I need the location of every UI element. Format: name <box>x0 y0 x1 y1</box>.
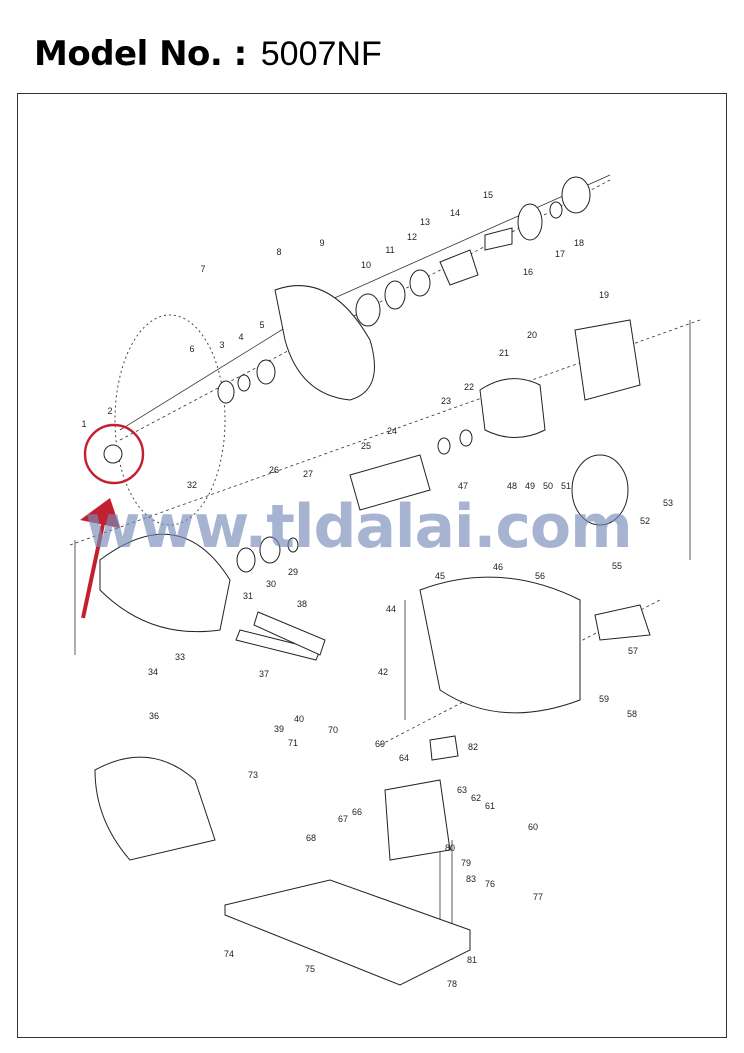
part-number-6: 6 <box>189 344 194 354</box>
part-number-32: 32 <box>187 480 197 490</box>
model-number: 5007NF <box>260 35 382 73</box>
part-number-67: 67 <box>338 814 348 824</box>
part-number-68: 68 <box>306 833 316 843</box>
washer-3 <box>217 380 235 404</box>
part-number-64: 64 <box>399 753 409 763</box>
part-number-14: 14 <box>450 208 460 218</box>
part-number-60: 60 <box>528 822 538 832</box>
part-number-71: 71 <box>288 738 298 748</box>
part-number-66: 66 <box>352 807 362 817</box>
base-75 <box>224 879 471 986</box>
part-number-5: 5 <box>259 320 264 330</box>
fan-52 <box>571 454 629 526</box>
watermark: www.tldalai.com <box>85 492 633 562</box>
blade-case-32 <box>99 533 231 633</box>
blade-guard-8 <box>274 285 375 401</box>
part-number-73: 73 <box>248 770 258 780</box>
part-number-40: 40 <box>294 714 304 724</box>
highlight-arrow-shaft <box>81 509 108 619</box>
armature-24 <box>349 454 431 511</box>
part-number-15: 15 <box>483 190 493 200</box>
part-shapes <box>94 176 651 986</box>
part-number-78: 78 <box>447 979 457 989</box>
highlight-circle <box>83 423 145 485</box>
part-number-13: 13 <box>420 217 430 227</box>
highlight-arrow-head <box>80 498 120 528</box>
part-number-75: 75 <box>305 964 315 974</box>
part-number-70: 70 <box>328 725 338 735</box>
part-number-18: 18 <box>574 238 584 248</box>
part-number-42: 42 <box>378 667 388 677</box>
part-number-45: 45 <box>435 571 445 581</box>
part-number-63: 63 <box>457 785 467 795</box>
model-label: Model No. : <box>34 34 247 74</box>
part-number-34: 34 <box>148 667 158 677</box>
part-number-37: 37 <box>259 669 269 679</box>
part-number-76: 76 <box>485 879 495 889</box>
part-number-22: 22 <box>464 382 474 392</box>
handle-36 <box>94 756 216 861</box>
part-number-20: 20 <box>527 330 537 340</box>
part-number-2: 2 <box>107 406 112 416</box>
part-number-19: 19 <box>599 290 609 300</box>
part-number-80: 80 <box>445 843 455 853</box>
part-number-53: 53 <box>663 498 673 508</box>
part-number-59: 59 <box>599 694 609 704</box>
part-number-50: 50 <box>543 481 553 491</box>
part-number-58: 58 <box>627 709 637 719</box>
part-number-38: 38 <box>297 599 307 609</box>
part-number-46: 46 <box>493 562 503 572</box>
part-number-33: 33 <box>175 652 185 662</box>
part-number-81: 81 <box>467 955 477 965</box>
part-number-69: 69 <box>375 739 385 749</box>
bracket-64 <box>384 779 451 861</box>
part-number-12: 12 <box>407 232 417 242</box>
part-number-29: 29 <box>288 567 298 577</box>
part-number-74: 74 <box>224 949 234 959</box>
part-number-79: 79 <box>461 858 471 868</box>
part-number-10: 10 <box>361 260 371 270</box>
part-number-51: 51 <box>561 481 571 491</box>
part-number-48: 48 <box>507 481 517 491</box>
part-number-56: 56 <box>535 571 545 581</box>
part-number-36: 36 <box>149 711 159 721</box>
part-number-30: 30 <box>266 579 276 589</box>
part-number-24: 24 <box>387 426 397 436</box>
part-number-16: 16 <box>523 267 533 277</box>
part-number-61: 61 <box>485 801 495 811</box>
part-number-23: 23 <box>441 396 451 406</box>
part-number-55: 55 <box>612 561 622 571</box>
part-number-44: 44 <box>386 604 396 614</box>
part-number-7: 7 <box>200 264 205 274</box>
part-number-39: 39 <box>274 724 284 734</box>
part-number-77: 77 <box>533 892 543 902</box>
part-number-83: 83 <box>466 874 476 884</box>
housing-21 <box>479 378 546 438</box>
motor-housing-45 <box>419 576 581 714</box>
page-title: Model No. : 5007NF <box>34 34 382 74</box>
part-number-1: 1 <box>81 419 86 429</box>
part-number-21: 21 <box>499 348 509 358</box>
part-number-52: 52 <box>640 516 650 526</box>
part-number-17: 17 <box>555 249 565 259</box>
part-number-31: 31 <box>243 591 253 601</box>
part-number-4: 4 <box>238 332 243 342</box>
field-19 <box>574 319 641 401</box>
part-number-49: 49 <box>525 481 535 491</box>
part-number-11: 11 <box>385 245 394 255</box>
part-number-62: 62 <box>471 793 481 803</box>
part-number-82: 82 <box>468 742 478 752</box>
part-number-3: 3 <box>219 340 224 350</box>
part-number-25: 25 <box>361 441 371 451</box>
saw-blade <box>114 314 226 526</box>
part-number-labels: 1234567891011121314151617181920212223242… <box>81 190 673 989</box>
part-number-26: 26 <box>269 465 279 475</box>
part-number-9: 9 <box>319 238 324 248</box>
flange-part-2 <box>103 444 123 464</box>
part-number-27: 27 <box>303 469 313 479</box>
part-number-57: 57 <box>628 646 638 656</box>
part-number-8: 8 <box>276 247 281 257</box>
diagram-frame <box>17 93 727 1038</box>
part-number-47: 47 <box>458 481 468 491</box>
